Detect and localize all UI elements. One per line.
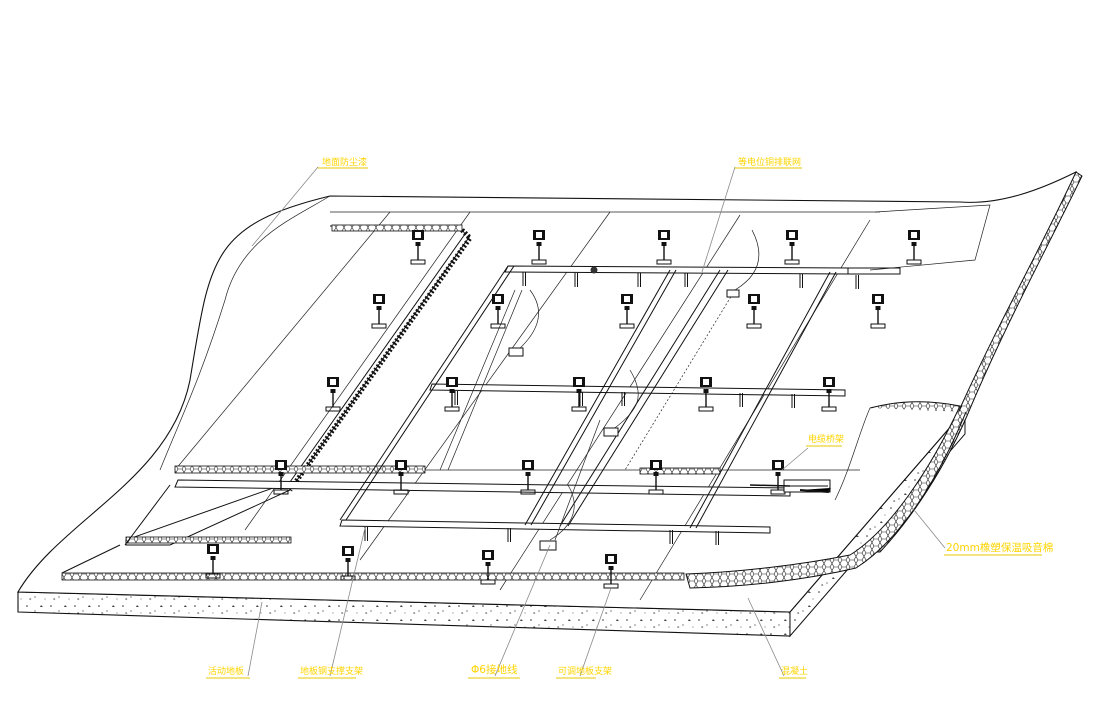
callout-bottom-3: Φ6接地线: [468, 663, 520, 679]
label-dust-proof-coating: 地面防尘漆: [322, 156, 367, 168]
label-cable-tray: 电缆桥架: [808, 433, 844, 445]
callout-top-left: 地面防尘漆: [318, 156, 368, 169]
label-grounding-wire: Φ6接地线: [471, 663, 518, 676]
insulation-foam: [685, 171, 1083, 589]
steel-support-frame: [174, 265, 901, 534]
label-equipotential-copper-bar: 等电位铜排联网: [738, 156, 801, 168]
leader-lines: [247, 166, 946, 677]
raised-floor-panels: [61, 224, 721, 581]
callout-bottom-5: 混凝土: [779, 665, 808, 679]
callout-right-bottom: 20mm橡塑保温吸音棉: [944, 541, 1053, 556]
label-raised-floor: 活动地板: [208, 665, 244, 677]
callout-bottom-1: 活动地板: [206, 665, 250, 679]
callout-bottom-2: 地板钢支撑支架: [298, 665, 363, 679]
grounding-wires: [508, 229, 760, 551]
callout-right-mid: 电缆桥架: [806, 433, 844, 447]
callout-top-mid: 等电位铜排联网: [735, 156, 802, 169]
cable-tray: [749, 479, 831, 494]
label-steel-support-bracket: 地板钢支撑支架: [300, 665, 363, 677]
callout-bottom-4: 可调地板支架: [556, 665, 612, 679]
label-insulation-foam: 20mm橡塑保温吸音棉: [946, 541, 1053, 554]
label-adjustable-bracket: 可调地板支架: [558, 665, 612, 677]
label-concrete: 混凝土: [781, 665, 808, 677]
